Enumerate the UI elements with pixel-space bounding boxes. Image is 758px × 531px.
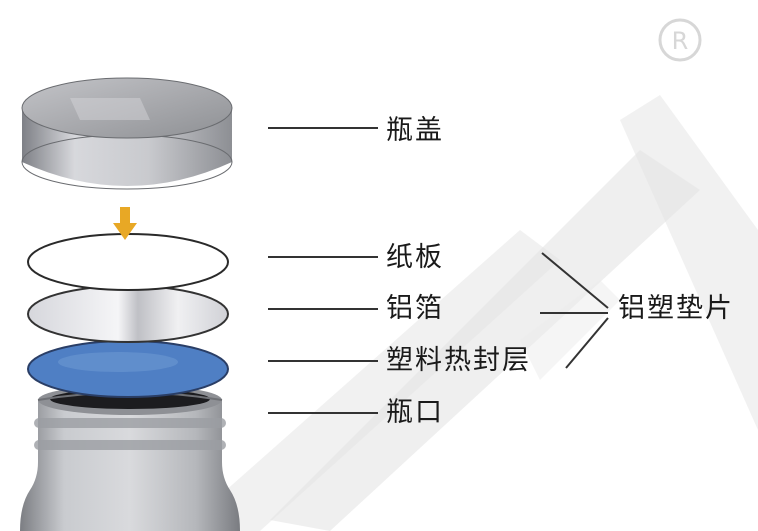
- paper-board: [27, 233, 229, 291]
- label-bottle-mouth: 瓶口: [386, 397, 444, 428]
- watermark: [180, 95, 758, 531]
- svg-text:R: R: [672, 27, 689, 55]
- down-arrow-icon: [113, 207, 137, 240]
- gasket-bracket: [540, 252, 609, 369]
- aluminum-foil: [27, 285, 229, 343]
- bottle-cap: [21, 77, 233, 190]
- label-plastic-heat-seal-layer: 塑料热封层: [386, 345, 531, 376]
- label-aluminum-plastic-gasket: 铝塑垫片: [618, 293, 734, 324]
- registered-icon: R: [658, 18, 702, 62]
- bottle-illustration: [20, 385, 240, 531]
- label-cap: 瓶盖: [386, 115, 444, 146]
- leader-lines: [268, 127, 378, 414]
- label-paper-board: 纸板: [386, 242, 444, 273]
- label-aluminum-foil: 铝箔: [386, 293, 444, 324]
